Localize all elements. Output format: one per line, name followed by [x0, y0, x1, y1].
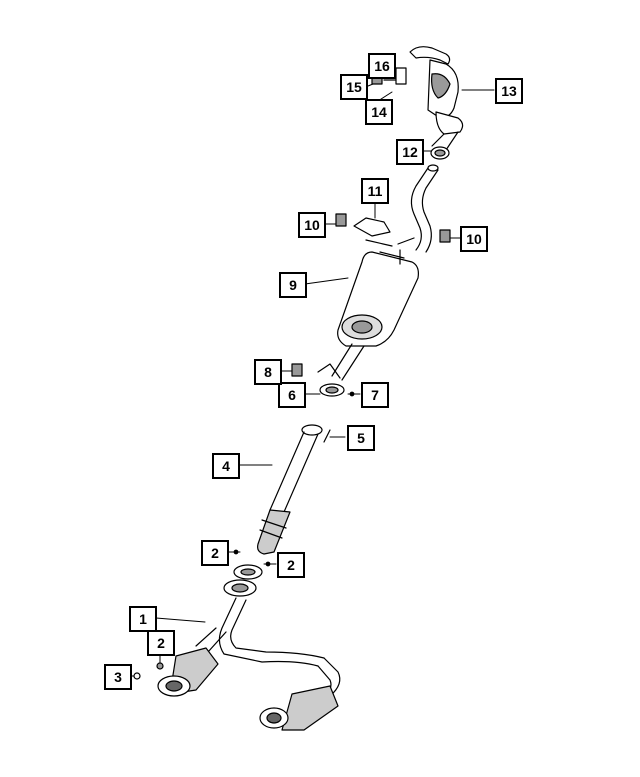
callout-16: 16 — [368, 53, 396, 79]
callout-9: 9 — [279, 272, 307, 298]
tailpipe-tip — [409, 46, 464, 151]
callout-10-left: 10 — [298, 212, 326, 238]
callout-10-right: 10 — [460, 226, 488, 252]
callout-12: 12 — [396, 139, 424, 165]
intermediate-pipe — [410, 164, 439, 253]
callout-1: 1 — [129, 606, 157, 632]
callout-13: 13 — [495, 78, 523, 104]
muffler — [331, 249, 419, 381]
front-pipe — [257, 424, 323, 555]
callout-4: 4 — [212, 453, 240, 479]
bolt — [323, 429, 331, 443]
callout-15: 15 — [340, 74, 368, 100]
hanger-bracket-mid — [335, 213, 451, 247]
hanger-bracket-upper — [371, 67, 407, 85]
callout-2-lower: 2 — [147, 630, 175, 656]
callout-2-right: 2 — [277, 552, 305, 578]
callout-6: 6 — [278, 382, 306, 408]
callout-2-left: 2 — [201, 540, 229, 566]
callout-8: 8 — [254, 359, 282, 385]
flange-joint — [291, 363, 355, 397]
gaskets — [223, 549, 271, 597]
callout-7: 7 — [361, 382, 389, 408]
callout-14: 14 — [365, 99, 393, 125]
leader-lines — [127, 75, 495, 677]
clamp — [430, 146, 450, 160]
callout-3: 3 — [104, 664, 132, 690]
callout-11: 11 — [361, 178, 389, 204]
y-pipe-converter-assembly — [133, 597, 341, 731]
callout-5: 5 — [347, 425, 375, 451]
